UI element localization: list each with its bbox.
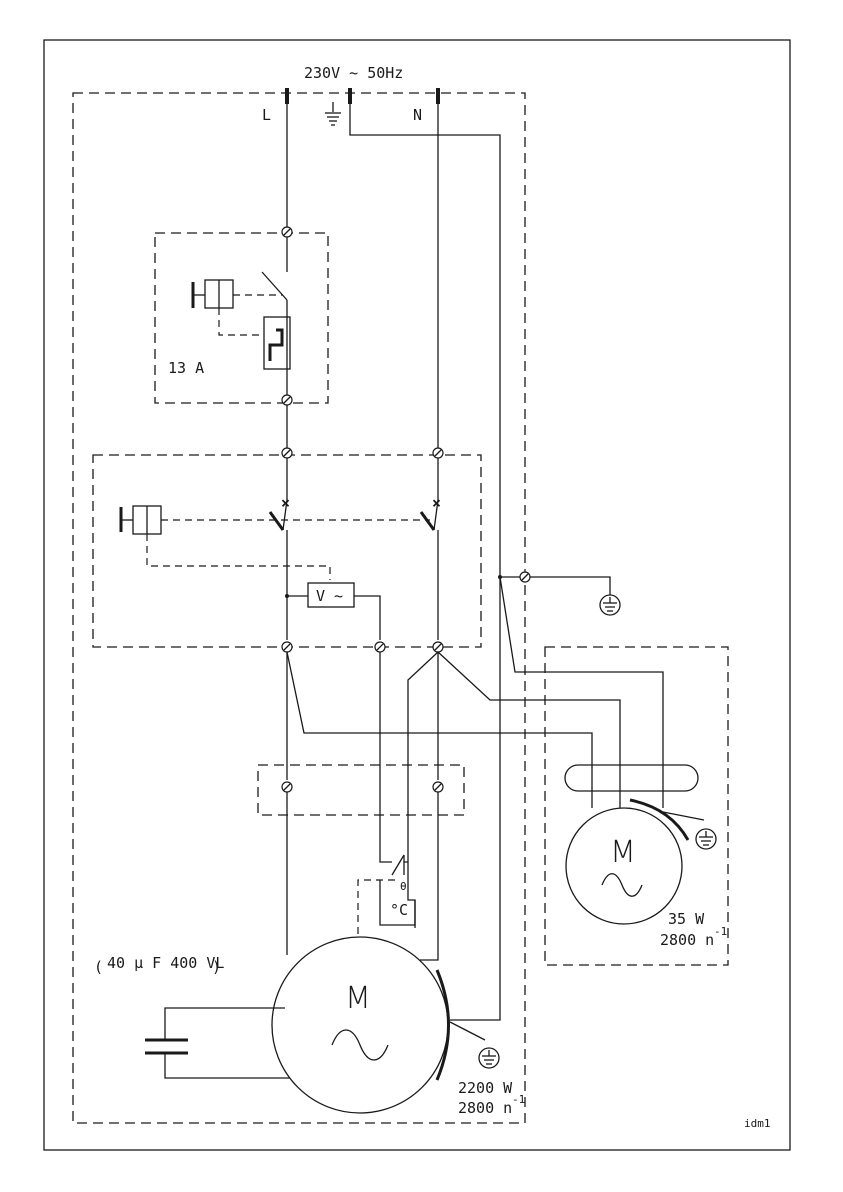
thermostat-unit: °C	[390, 901, 408, 919]
fan-motor-power: 35 W	[668, 910, 705, 928]
svg-text:×: ×	[432, 494, 441, 512]
breaker-rating: 13 A	[168, 359, 204, 377]
svg-text:): )	[212, 958, 221, 976]
main-motor-symbol: M	[345, 981, 371, 1016]
ac-wave-icon	[602, 874, 642, 897]
terminal-earth	[348, 88, 352, 104]
terminal-line	[285, 88, 289, 104]
earth-icon	[325, 102, 341, 125]
fan-motor-symbol: M	[610, 835, 636, 870]
ac-wave-icon	[332, 1030, 388, 1060]
page-frame	[44, 40, 790, 1150]
supply-voltage-label: 230V ~ 50Hz	[304, 64, 403, 82]
drawing-id: idm1	[744, 1117, 771, 1130]
terminal-neutral	[436, 88, 440, 104]
breaker-enclosure	[155, 233, 328, 403]
svg-text:(: (	[94, 958, 103, 976]
svg-text:θ: θ	[400, 880, 407, 893]
fan-motor-speed: 2800 n	[660, 931, 714, 949]
earth-wire	[350, 104, 500, 1020]
svg-text:×: ×	[281, 494, 290, 512]
main-motor-speed: 2800 n	[458, 1099, 512, 1117]
fan-cable-clamp	[565, 765, 698, 791]
capacitor-label: 40 µ F 400 VL	[107, 954, 224, 972]
main-motor-speed-exp: -1	[512, 1093, 525, 1106]
earth-icon	[479, 1048, 499, 1068]
line-label: L	[262, 106, 271, 124]
neutral-label: N	[413, 106, 422, 124]
main-motor	[272, 937, 448, 1113]
voltmeter-label: V ~	[316, 587, 343, 605]
earth-icon	[600, 595, 620, 615]
earth-icon	[696, 829, 716, 849]
main-motor-power: 2200 W	[458, 1079, 513, 1097]
fan-motor-speed-exp: -1	[714, 925, 727, 938]
